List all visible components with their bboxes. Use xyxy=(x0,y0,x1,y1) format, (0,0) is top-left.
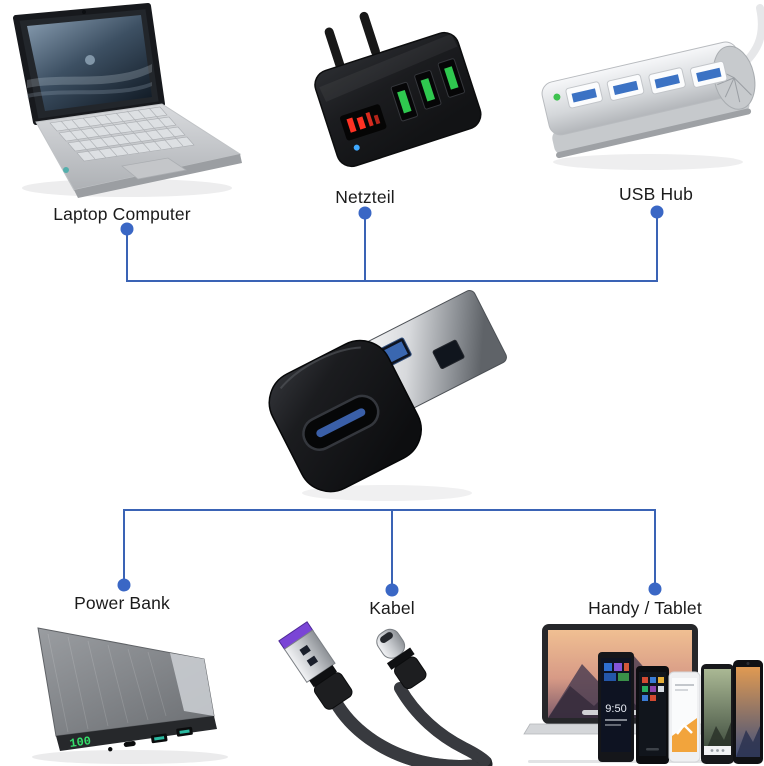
battery-level-display: 100 xyxy=(69,734,92,751)
usb-c-to-usb-a-adapter-image xyxy=(252,288,524,502)
windows-phone: 9:50 xyxy=(598,652,634,762)
charger-label: Netzteil xyxy=(335,187,395,207)
connector-dot xyxy=(385,583,399,597)
cable-braided-wire xyxy=(331,682,493,766)
adapter-usb-c-body xyxy=(268,339,422,493)
laptop-label: Laptop Computer xyxy=(53,204,191,224)
connector-dot xyxy=(650,205,664,219)
laptop-screen xyxy=(13,3,165,125)
charger-plug-pins xyxy=(324,11,380,72)
power-bank-label: Power Bank xyxy=(74,593,170,613)
nexus-phone xyxy=(701,664,734,764)
connector-dot xyxy=(648,582,662,596)
charger-image xyxy=(298,2,494,182)
white-phone xyxy=(668,671,701,763)
nexus-5x-phone xyxy=(733,660,763,764)
hub-power-led xyxy=(553,93,561,101)
power-bank-image: 100 xyxy=(8,614,244,766)
power-bank-body: 100 xyxy=(37,627,217,752)
usb-hub-image xyxy=(538,4,764,180)
phone-tablet-image: 9:50 xyxy=(523,614,764,766)
phone-tablet-label: Handy / Tablet xyxy=(588,598,702,618)
connector-dot xyxy=(358,206,372,220)
charger-led-display xyxy=(340,104,387,151)
laptop-keyboard-deck xyxy=(35,103,242,198)
laptop-image xyxy=(2,2,244,200)
cable-usb-a-connector xyxy=(278,621,353,710)
cable-image xyxy=(272,621,493,766)
hub-usb-ports xyxy=(565,60,728,109)
phone-clock: 9:50 xyxy=(605,703,626,715)
cable-usb-c-connector xyxy=(376,628,427,689)
cable-label: Kabel xyxy=(369,598,415,618)
usb-hub-label: USB Hub xyxy=(619,184,693,204)
charger-usb-ports xyxy=(390,58,465,122)
android-phone-dark xyxy=(636,666,669,764)
connector-dot xyxy=(117,578,131,592)
bottom-connector-line xyxy=(123,509,656,589)
power-bank-ports xyxy=(108,726,193,752)
